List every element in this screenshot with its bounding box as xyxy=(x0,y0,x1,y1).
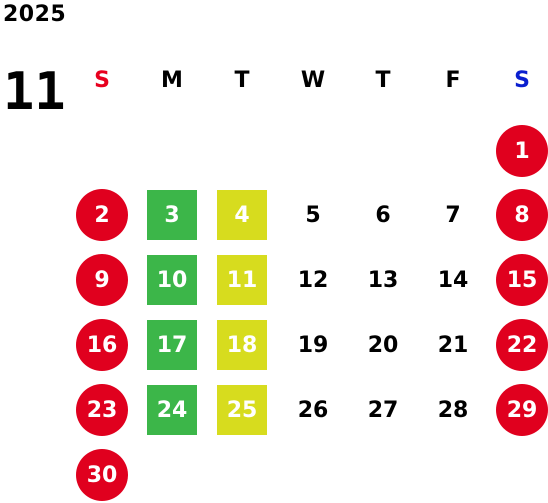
day-cell-4[interactable]: 4 xyxy=(217,190,267,240)
weekday-sun: S xyxy=(94,68,110,93)
day-cell-18[interactable]: 18 xyxy=(217,320,267,370)
day-cell-5[interactable]: 5 xyxy=(305,202,321,228)
day-cell-12[interactable]: 12 xyxy=(297,267,329,293)
day-cell-16[interactable]: 16 xyxy=(76,319,128,371)
month-label: 11 xyxy=(3,62,66,122)
day-cell-22[interactable]: 22 xyxy=(496,319,548,371)
day-cell-21[interactable]: 21 xyxy=(437,332,469,358)
weekday-mon: M xyxy=(161,68,183,93)
day-cell-14[interactable]: 14 xyxy=(437,267,469,293)
day-cell-7[interactable]: 7 xyxy=(445,202,461,228)
day-cell-25[interactable]: 25 xyxy=(217,385,267,435)
day-cell-24[interactable]: 24 xyxy=(147,385,197,435)
day-cell-8[interactable]: 8 xyxy=(496,189,548,241)
day-cell-9[interactable]: 9 xyxy=(76,254,128,306)
day-cell-2[interactable]: 2 xyxy=(76,189,128,241)
day-cell-23[interactable]: 23 xyxy=(76,384,128,436)
weekday-tue: T xyxy=(234,68,250,93)
day-cell-3[interactable]: 3 xyxy=(147,190,197,240)
day-cell-13[interactable]: 13 xyxy=(367,267,399,293)
day-cell-29[interactable]: 29 xyxy=(496,384,548,436)
day-cell-28[interactable]: 28 xyxy=(437,397,469,423)
day-cell-26[interactable]: 26 xyxy=(297,397,329,423)
day-cell-20[interactable]: 20 xyxy=(367,332,399,358)
weekday-wed: W xyxy=(300,68,326,93)
day-cell-6[interactable]: 6 xyxy=(375,202,391,228)
day-cell-27[interactable]: 27 xyxy=(367,397,399,423)
day-cell-11[interactable]: 11 xyxy=(217,255,267,305)
day-cell-10[interactable]: 10 xyxy=(147,255,197,305)
weekday-fri: F xyxy=(445,68,461,93)
day-cell-15[interactable]: 15 xyxy=(496,254,548,306)
day-cell-1[interactable]: 1 xyxy=(496,125,548,177)
year-label: 2025 xyxy=(3,2,67,27)
day-cell-30[interactable]: 30 xyxy=(76,449,128,501)
day-cell-17[interactable]: 17 xyxy=(147,320,197,370)
weekday-sat: S xyxy=(514,68,530,93)
weekday-thu: T xyxy=(375,68,391,93)
day-cell-19[interactable]: 19 xyxy=(297,332,329,358)
